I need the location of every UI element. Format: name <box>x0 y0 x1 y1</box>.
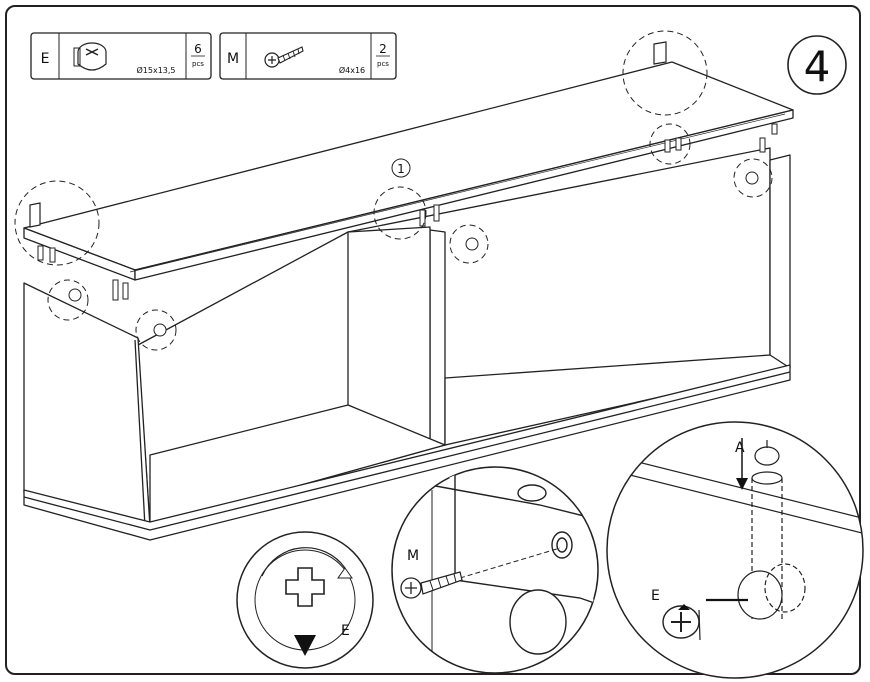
step-number-badge: 4 <box>787 35 847 95</box>
cabinet-body <box>23 147 791 541</box>
arrow-down-icon <box>294 635 316 656</box>
step-number: 4 <box>804 42 831 91</box>
screw-detail-icon <box>400 571 463 599</box>
part-m-qty: 2 <box>379 42 387 56</box>
screw-icon <box>264 46 304 68</box>
dashed-highlights <box>14 30 773 351</box>
part-e-qty: 6 <box>194 42 202 56</box>
detail-screw: M <box>391 466 599 674</box>
detail-dowel-cam: A E <box>606 421 864 679</box>
part-box-m: M Ø4x16 2 pcs <box>219 32 397 80</box>
part-m-size: Ø4x16 <box>339 65 365 75</box>
part-e-letter: E <box>41 51 50 67</box>
detail-arrow-letter: A <box>735 440 745 456</box>
cam-locks <box>68 171 759 337</box>
detail-turn-cam: E <box>236 531 374 669</box>
wall-hangers <box>29 41 667 228</box>
part-m-unit: pcs <box>377 60 389 68</box>
part-m-letter: M <box>227 51 239 67</box>
cam-detail-icon <box>662 598 748 641</box>
cam-detail-letter: E <box>651 588 660 604</box>
part-e-unit: pcs <box>192 60 204 68</box>
panel-marker: 1 <box>391 158 411 178</box>
panel-marker-label: 1 <box>397 162 405 176</box>
screw-detail-letter: M <box>407 548 419 564</box>
dowels <box>37 123 778 301</box>
cam-lock-icon <box>73 42 107 71</box>
turn-cam-letter: E <box>341 623 350 639</box>
part-box-e: E Ø15x13,5 6 pcs <box>30 32 212 80</box>
part-e-size: Ø15x13,5 <box>136 65 175 75</box>
